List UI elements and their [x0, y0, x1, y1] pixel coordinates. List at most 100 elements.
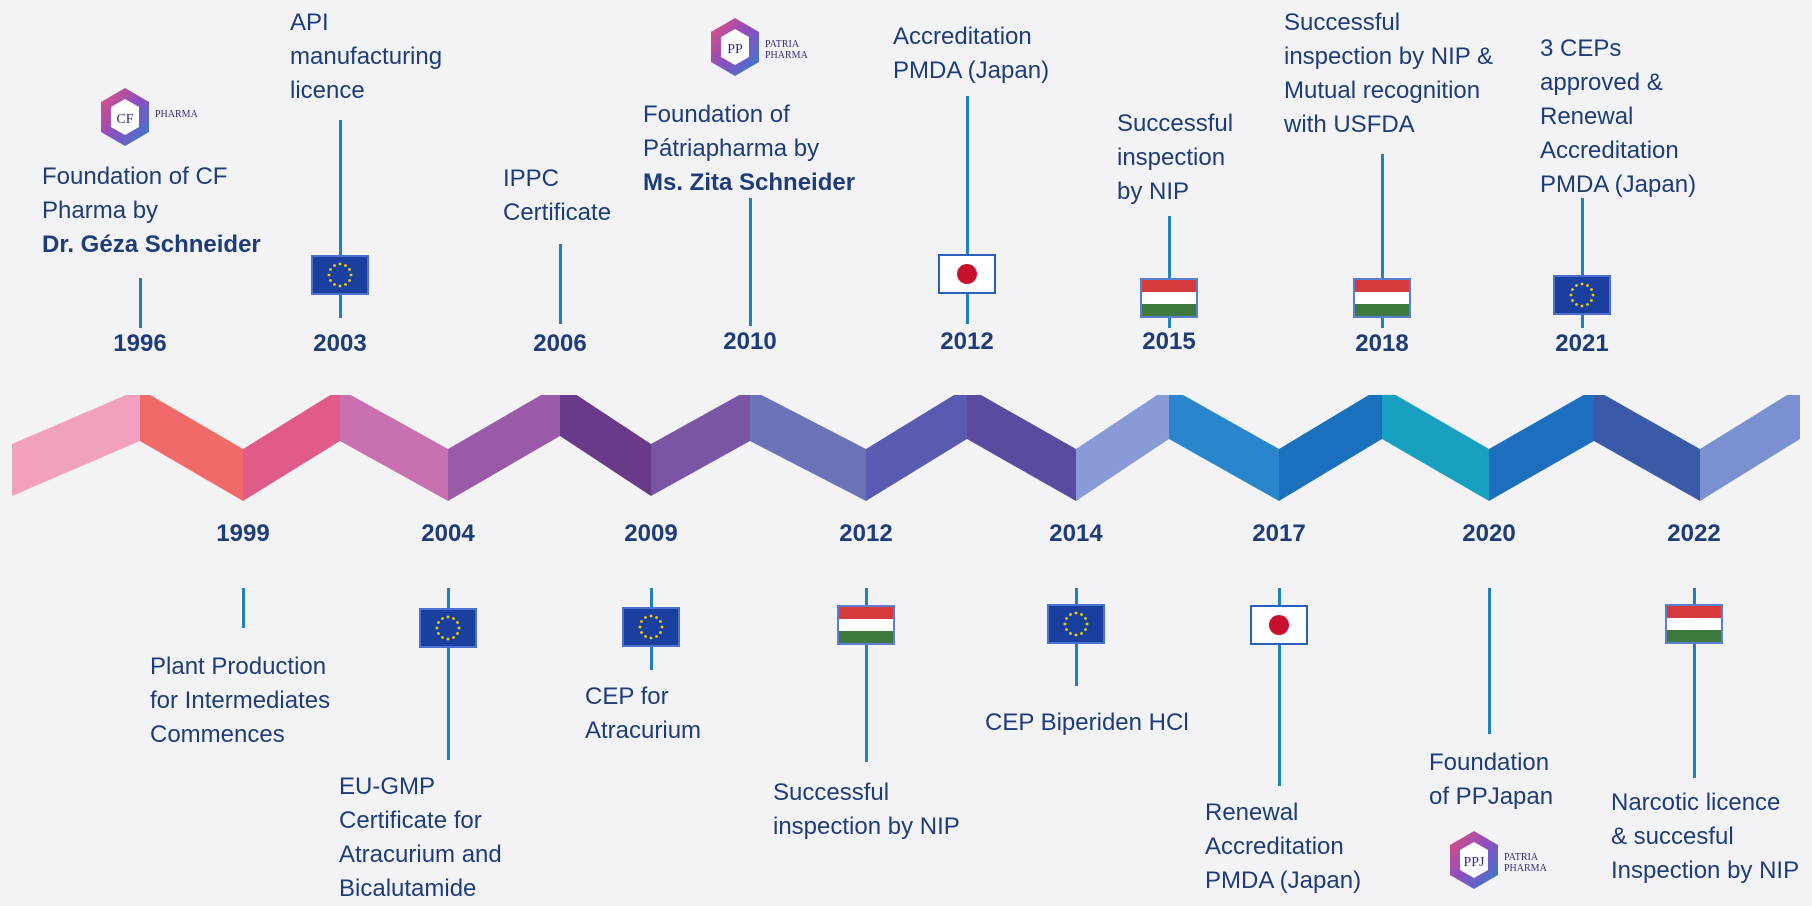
ribbon-segment [448, 395, 560, 501]
ribbon-segment [1594, 395, 1700, 501]
description-line: CEP for [585, 683, 669, 710]
ribbon-segment [967, 395, 1076, 501]
connector-line [447, 588, 450, 760]
eu-flag-icon [419, 608, 477, 648]
description-line: PMDA (Japan) [1205, 867, 1362, 894]
description-line: Foundation of CF [42, 163, 228, 190]
ribbon-segment [1382, 395, 1489, 501]
hungary-flag-icon [1353, 278, 1411, 318]
ribbon-segment [1279, 395, 1382, 501]
description-line: Narcotic licence [1611, 789, 1781, 816]
event-year: 1999 [216, 520, 270, 547]
event-year: 1996 [113, 330, 167, 357]
connector-line [242, 588, 245, 628]
ppjapan-logo: PPJ PATRIA PHARMA [1444, 828, 1554, 899]
connector-line [559, 244, 562, 324]
ribbon-segment [866, 395, 967, 501]
description-line: inspection [1117, 144, 1226, 171]
founder-name: Dr. Géza Schneider [42, 231, 261, 258]
event-description: Foundation of PPJapan [1429, 746, 1553, 814]
connector-line [1278, 588, 1281, 786]
event-description: CEP Biperiden HCl [985, 706, 1189, 740]
ribbon-segment [140, 395, 243, 501]
event-year: 2006 [533, 330, 587, 357]
description-line: inspection by NIP [773, 813, 960, 840]
description-line: PMDA (Japan) [893, 57, 1050, 84]
cf-pharma-logo: CF PHARMA [95, 85, 205, 156]
description-line: Pátriapharma by [643, 135, 820, 162]
description-line: Certificate for [339, 807, 482, 834]
description-line: Renewal [1540, 103, 1634, 130]
description-line: Successful [1284, 9, 1401, 36]
logo-wordmark: PATRIA PHARMA [765, 39, 808, 61]
description-line: Atracurium and [339, 841, 502, 868]
event-year: 2018 [1355, 330, 1409, 357]
connector-line [749, 198, 752, 326]
description-line: Successful [1117, 110, 1234, 137]
description-line: API [290, 9, 329, 36]
eu-flag-icon [1553, 275, 1611, 315]
patria-pharma-logo: PP PATRIA PHARMA [705, 15, 815, 86]
description-line: approved & [1540, 69, 1663, 96]
description-line: Inspection by NIP [1611, 857, 1800, 884]
event-year: 2012 [839, 520, 893, 547]
description-line: EU-GMP [339, 773, 435, 800]
japan-flag-icon [938, 254, 996, 294]
description-line: of PPJapan [1429, 783, 1554, 810]
ribbon-segment [340, 395, 448, 501]
eu-flag-icon [311, 255, 369, 295]
svg-text:PPJ: PPJ [1463, 855, 1485, 870]
connector-line [1488, 588, 1491, 734]
zigzag-ribbon [12, 395, 1800, 501]
event-year: 2015 [1142, 328, 1196, 355]
ribbon-segment [1700, 395, 1800, 501]
event-description: Successful inspection by NIP & Mutual reco… [1284, 6, 1493, 142]
event-year: 2009 [624, 520, 678, 547]
description-line: Pharma by [42, 197, 159, 224]
svg-text:CF: CF [116, 112, 133, 127]
description-line: Accreditation [1205, 833, 1344, 860]
description-line: Certificate [503, 199, 612, 226]
event-year: 2003 [313, 330, 367, 357]
event-year: 2010 [723, 328, 777, 355]
event-year: 2012 [940, 328, 994, 355]
description-line: with USFDA [1284, 111, 1415, 138]
description-line: for Intermediates [150, 687, 331, 714]
connector-line [1381, 154, 1384, 328]
description-line: Foundation [1429, 749, 1550, 776]
ribbon-segment [651, 395, 750, 496]
description-line: PMDA (Japan) [1540, 171, 1697, 198]
description-line: inspection by NIP & [1284, 43, 1494, 70]
japan-flag-icon [1250, 605, 1308, 645]
description-line: 3 CEPs [1540, 35, 1622, 62]
description-line: licence [290, 77, 365, 104]
hungary-flag-icon [837, 605, 895, 645]
ribbon-segment [243, 395, 340, 501]
connector-line [1693, 588, 1696, 778]
description-line: Renewal [1205, 799, 1299, 826]
connector-line [339, 120, 342, 318]
description-line: Commences [150, 721, 285, 748]
event-year: 2014 [1049, 520, 1103, 547]
eu-flag-icon [1047, 604, 1105, 644]
description-line: Bicalutamide [339, 875, 477, 902]
description-line: & succesful [1611, 823, 1734, 850]
description-line: Mutual recognition [1284, 77, 1481, 104]
event-year: 2004 [421, 520, 475, 547]
eu-flag-icon [622, 607, 680, 647]
logo-wordmark: PHARMA [155, 109, 198, 120]
description-line: Plant Production [150, 653, 327, 680]
connector-line [1168, 216, 1171, 328]
connector-line [1581, 198, 1584, 328]
ribbon-segment [1169, 395, 1279, 501]
